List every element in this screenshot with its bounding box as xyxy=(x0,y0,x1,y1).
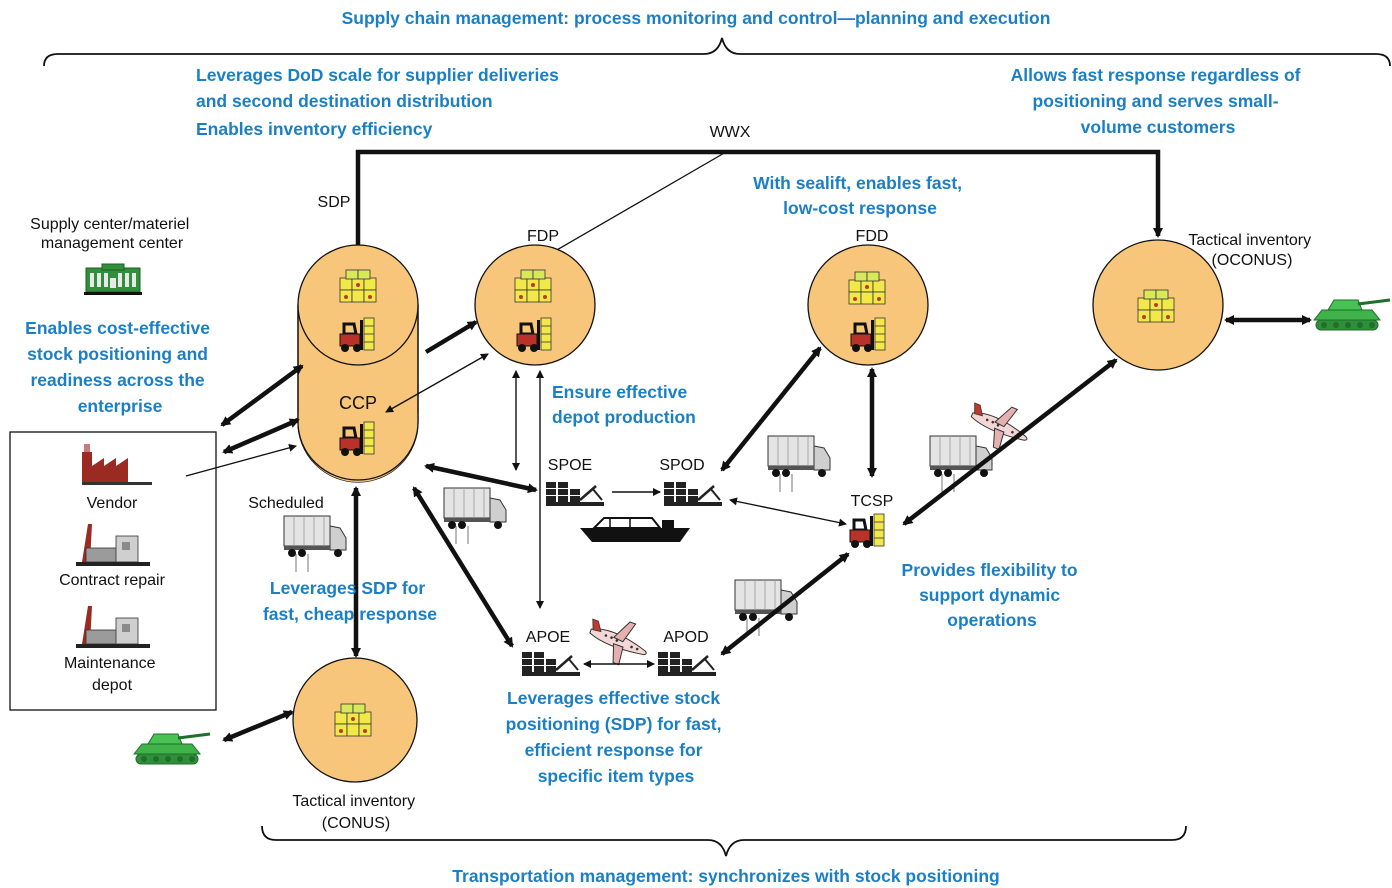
note-sealift: With sealift, enables fast, low-cost res… xyxy=(753,173,967,218)
vendor-label: Vendor xyxy=(87,495,138,512)
supplier-box xyxy=(9,431,217,711)
supply-center-label: Supply center/materiel management center xyxy=(30,216,194,252)
dock-icon xyxy=(656,650,718,678)
maintenance-depot-icon xyxy=(75,605,151,649)
note-fast-response: Allows fast response regardless of posit… xyxy=(1011,65,1306,137)
dock-icon xyxy=(662,480,724,508)
tactical-conus-label: Tactical inventory (CONUS) xyxy=(292,793,419,832)
top-brace xyxy=(43,37,1391,67)
apod-label: APOD xyxy=(663,629,708,646)
arrow-ccp-fdp xyxy=(424,320,478,354)
sdp-label: SDP xyxy=(318,194,351,211)
truck-icon xyxy=(734,579,798,637)
wwx-route xyxy=(355,149,1163,248)
tank-icon xyxy=(132,732,212,766)
wwx-branch xyxy=(542,151,727,259)
wwx-label: WWX xyxy=(710,124,751,141)
truck-icon xyxy=(283,515,347,573)
contract-repair-label: Contract repair xyxy=(59,572,165,589)
tcsp-label: TCSP xyxy=(851,493,894,510)
note-flexibility: Provides flexibility to support dynamic … xyxy=(902,560,1083,630)
arrow-supply-ccp xyxy=(222,417,300,455)
building-icon xyxy=(83,263,143,296)
apoe-label: APOE xyxy=(526,629,570,646)
forklift-icon xyxy=(848,512,886,550)
bottom-brace xyxy=(261,825,1187,857)
ccp-label: CCP xyxy=(339,393,377,413)
note-depot-production: Ensure effective depot production xyxy=(552,382,696,427)
arrow-spod-tcsp xyxy=(729,497,847,527)
fdp-label: FDP xyxy=(527,228,559,245)
arrow-tcsp-oconus xyxy=(902,358,1118,526)
scheduled-label: Scheduled xyxy=(248,495,324,512)
sdp-ccp-cylinder xyxy=(297,244,419,483)
arrow-ccp-spoe xyxy=(424,462,538,494)
spod-label: SPOD xyxy=(659,457,704,474)
note-stock-positioning: Leverages effective stock positioning (S… xyxy=(506,688,727,786)
arrow-supply-sdp xyxy=(220,364,304,427)
arrow-apod-tcsp xyxy=(720,552,850,656)
maintenance-depot-label: Maintenance depot xyxy=(64,655,160,694)
truck-icon xyxy=(767,435,831,493)
spoe-label: SPOE xyxy=(548,457,592,474)
tactical-oconus-label: Tactical inventory (OCONUS) xyxy=(1188,232,1315,269)
note-cost-effective: Enables cost-effective stock positioning… xyxy=(25,318,215,416)
fdd-label: FDD xyxy=(856,228,889,245)
factory-icon xyxy=(82,444,152,485)
dock-icon xyxy=(544,480,606,508)
note-dod-scale: Leverages DoD scale for supplier deliver… xyxy=(196,65,564,139)
repair-shop-icon xyxy=(75,523,151,567)
fdd-node xyxy=(807,244,929,366)
ship-icon xyxy=(579,517,691,543)
arrow-ccp-apoe xyxy=(412,486,514,648)
truck-icon xyxy=(443,487,507,545)
arrow-supply-ccp-thin xyxy=(185,443,297,477)
note-sdp-fast: Leverages SDP for fast, cheap response xyxy=(263,578,437,624)
tank-icon xyxy=(1312,298,1392,332)
fdp-node xyxy=(474,244,596,366)
top-banner: Supply chain management: process monitor… xyxy=(342,8,1051,28)
bottom-banner: Transportation management: synchronizes … xyxy=(452,866,999,886)
arrow-conus-tank xyxy=(222,709,294,743)
arrow-spod-fdd xyxy=(720,346,822,472)
aircraft-icon xyxy=(580,609,655,673)
dock-icon xyxy=(520,650,582,678)
arrow-fdp-ccp-thin xyxy=(385,353,489,413)
